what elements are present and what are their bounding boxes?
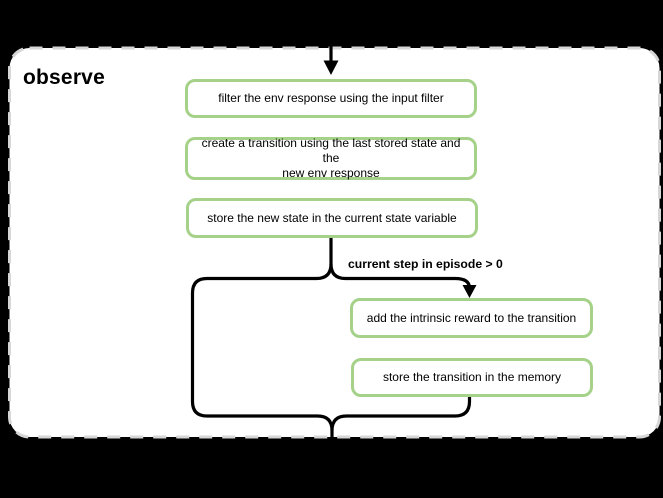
right-branch-line [329,263,472,289]
branch-condition-label: current step in episode > 0 [348,257,503,271]
node-filter-env-response: filter the env response using the input … [185,79,477,118]
node-label: create a transition using the last store… [201,136,461,180]
node-create-transition: create a transition using the last store… [185,136,477,180]
arrowhead-down-icon [323,60,339,75]
node-label: store the new state in the current state… [207,210,457,225]
node-add-intrinsic-reward: add the intrinsic reward to the transiti… [350,298,593,338]
right-merge-line [330,396,472,431]
node-store-new-state: store the new state in the current state… [186,198,478,238]
arrowhead-down-icon [462,285,477,298]
left-branch-line [190,236,334,497]
node-store-transition: store the transition in the memory [351,358,593,397]
node-label: add the intrinsic reward to the transiti… [366,310,577,325]
node-label: store the transition in the memory [382,370,562,384]
observe-group-card [8,46,661,439]
group-title: observe [23,66,105,89]
node-label: filter the env response using the input … [218,91,444,105]
